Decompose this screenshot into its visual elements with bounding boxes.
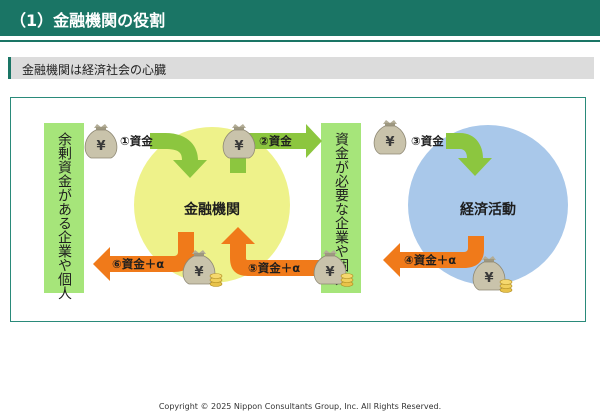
page-title: （1）金融機関の役割 <box>10 11 166 30</box>
surplus-box-label: 余剰資金がある企業や個人 <box>56 131 72 300</box>
flow-arrow-4 <box>383 236 484 277</box>
flow-label-4: ④資金＋α <box>404 253 456 267</box>
flow-arrow-6 <box>93 232 194 281</box>
flow-arrow-3 <box>446 133 492 176</box>
money-bag-icon <box>84 123 118 159</box>
flow-label-5: ⑤資金＋α <box>248 261 300 275</box>
coins-icon <box>340 273 354 287</box>
title-bar: （1）金融機関の役割 <box>0 0 600 36</box>
subheader-bar: 金融機関は経済社会の心臓 <box>8 57 594 79</box>
flow-label-6: ⑥資金＋α <box>112 257 164 271</box>
subheader-accent <box>8 57 11 79</box>
coins-icon <box>499 279 513 293</box>
coins-icon <box>209 273 223 287</box>
flow-arrow-2 <box>230 124 322 173</box>
title-underline <box>0 40 600 42</box>
bank-label: 金融機関 <box>183 201 240 218</box>
flow-label-1: ①資金 <box>120 134 153 148</box>
flow-arrow-1 <box>150 133 207 178</box>
borrower-box-label: 資金が必要な企業や個人 <box>333 132 349 286</box>
flow-arrow-5 <box>221 227 320 276</box>
subheader-text: 金融機関は経済社会の心臓 <box>22 63 167 77</box>
money-bag-icon <box>373 119 407 155</box>
copyright-footer: Copyright © 2025 Nippon Consultants Grou… <box>158 402 442 411</box>
surplus-box <box>44 123 84 293</box>
flow-label-3: ③資金 <box>411 134 444 148</box>
economy-circle <box>408 125 568 285</box>
flow-label-2: ②資金 <box>259 134 292 148</box>
economy-label: 経済活動 <box>460 201 516 218</box>
